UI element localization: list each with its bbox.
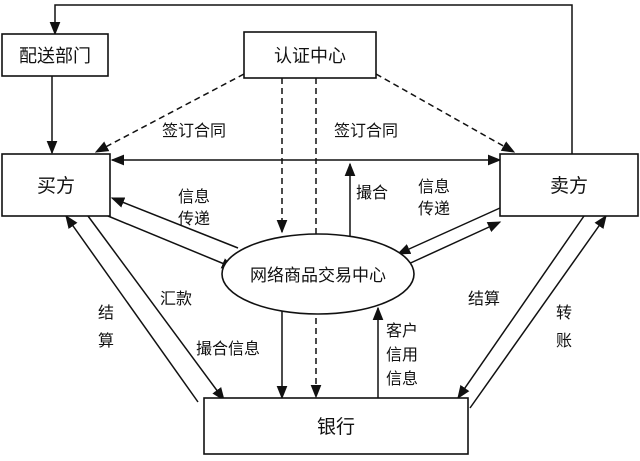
transfer-line1: 转 bbox=[556, 303, 572, 322]
arrow-center-to-buyer bbox=[110, 197, 239, 249]
trade-center-label: 网络商品交易中心 bbox=[250, 266, 386, 286]
node-seller: 卖方 bbox=[499, 153, 639, 217]
arrow-center-to-seller bbox=[403, 221, 502, 267]
buyer-label: 买方 bbox=[37, 175, 75, 197]
node-buyer: 买方 bbox=[1, 153, 111, 217]
arrow-cert-to-buyer bbox=[94, 73, 245, 153]
edge-labels: 签订合同 签订合同 信息 传递 撮合 信息 传递 汇款 结 算 撮合信息 客户 … bbox=[98, 121, 572, 388]
info-left-line2: 传递 bbox=[178, 209, 210, 228]
arrow-cert-to-seller bbox=[375, 73, 516, 153]
arrow-seller-to-delivery bbox=[49, 4, 573, 155]
match-info-label: 撮合信息 bbox=[196, 339, 260, 358]
delivery-label: 配送部门 bbox=[19, 46, 91, 67]
arrow-bank-to-seller bbox=[469, 214, 607, 409]
info-right-line2: 传递 bbox=[418, 199, 450, 218]
settle-left-line1: 结 bbox=[98, 303, 114, 322]
node-trade-center: 网络商品交易中心 bbox=[221, 233, 415, 315]
node-cert-center: 认证中心 bbox=[243, 31, 377, 79]
info-right-line1: 信息 bbox=[418, 177, 450, 196]
contract-left-label: 签订合同 bbox=[162, 121, 226, 140]
connections bbox=[46, 4, 607, 409]
arrow-bank-to-buyer bbox=[65, 214, 199, 403]
arrow-seller-to-bank bbox=[457, 215, 585, 400]
remit-label: 汇款 bbox=[160, 289, 192, 308]
node-bank: 银行 bbox=[203, 397, 469, 455]
info-left-line1: 信息 bbox=[178, 187, 210, 206]
node-delivery: 配送部门 bbox=[1, 33, 109, 77]
credit-line3: 信息 bbox=[386, 369, 418, 388]
seller-label: 卖方 bbox=[550, 175, 588, 197]
transfer-line2: 账 bbox=[556, 331, 572, 350]
cert-center-label: 认证中心 bbox=[274, 46, 346, 67]
bank-label: 银行 bbox=[317, 416, 355, 438]
match-label: 撮合 bbox=[356, 183, 388, 202]
arrow-buyer-to-center bbox=[107, 215, 236, 269]
arrow-buyer-to-bank bbox=[87, 215, 225, 402]
settle-left-line2: 算 bbox=[98, 331, 114, 350]
credit-line1: 客户 bbox=[386, 321, 418, 340]
settle-right-label: 结算 bbox=[468, 289, 500, 308]
contract-right-label: 签订合同 bbox=[334, 121, 398, 140]
credit-line2: 信用 bbox=[386, 345, 418, 364]
arrow-seller-to-center bbox=[396, 207, 501, 255]
